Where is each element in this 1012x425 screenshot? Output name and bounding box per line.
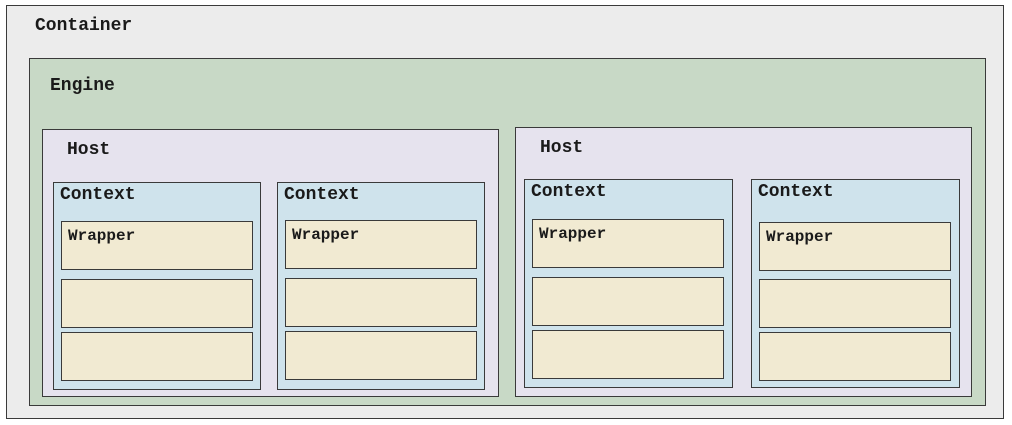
engine-box: Engine Host Context Wrapper Context Wrap… — [29, 58, 986, 406]
wrapper-slot — [532, 330, 724, 379]
wrapper-label: Wrapper — [292, 226, 360, 244]
container-box: Container Engine Host Context Wrapper Co… — [6, 5, 1004, 419]
wrapper-slot — [61, 332, 253, 381]
context-label: Context — [60, 185, 136, 205]
context-label: Context — [531, 182, 607, 202]
wrapper-slot — [285, 331, 477, 380]
context-label: Context — [284, 185, 360, 205]
context-label: Context — [758, 182, 834, 202]
wrapper-box: Wrapper — [759, 222, 951, 271]
wrapper-slot — [285, 278, 477, 327]
wrapper-box: Wrapper — [532, 219, 724, 268]
wrapper-slot — [532, 277, 724, 326]
wrapper-label: Wrapper — [766, 228, 834, 246]
wrapper-label: Wrapper — [539, 225, 607, 243]
wrapper-slot — [61, 279, 253, 328]
host-box-1: Host Context Wrapper Context Wrapper — [42, 129, 499, 397]
context-box-2-1: Context Wrapper — [524, 179, 733, 388]
wrapper-slot — [759, 332, 951, 381]
host-box-2: Host Context Wrapper Context Wrapper — [515, 127, 972, 397]
wrapper-box: Wrapper — [285, 220, 477, 269]
context-box-1-1: Context Wrapper — [53, 182, 261, 390]
wrapper-slot — [759, 279, 951, 328]
engine-label: Engine — [50, 76, 115, 96]
host-label-1: Host — [67, 140, 111, 160]
wrapper-box: Wrapper — [61, 221, 253, 270]
context-box-1-2: Context Wrapper — [277, 182, 485, 390]
container-label: Container — [35, 16, 133, 36]
context-box-2-2: Context Wrapper — [751, 179, 960, 388]
host-label-2: Host — [540, 138, 584, 158]
wrapper-label: Wrapper — [68, 227, 136, 245]
